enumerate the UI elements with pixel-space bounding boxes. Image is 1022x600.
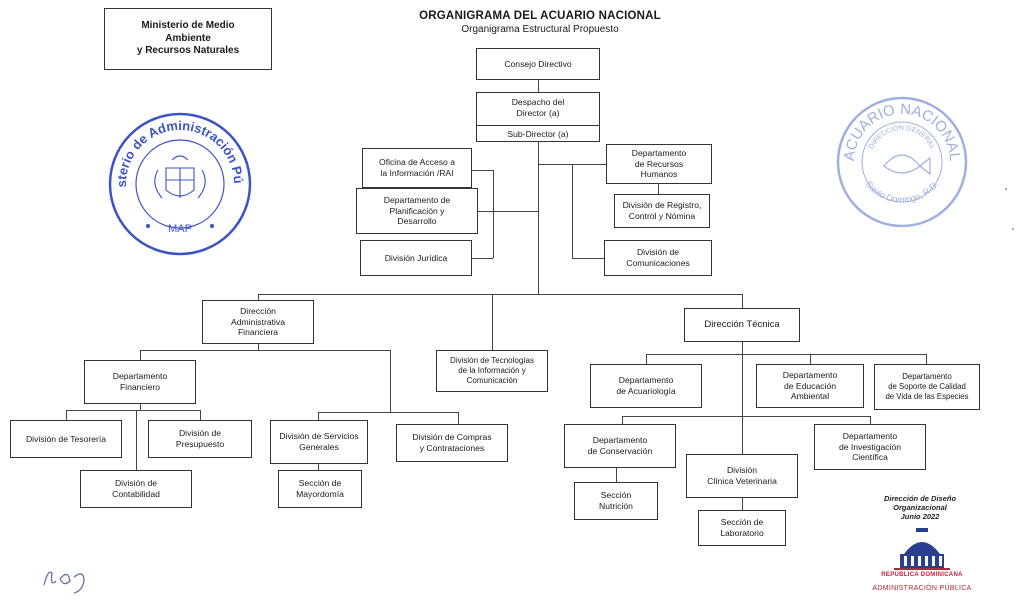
box-consejo-directivo: Consejo Directivo xyxy=(476,48,600,80)
svg-text:Ministerio de Administración P: Ministerio de Administración Pública xyxy=(106,110,246,187)
connector-line xyxy=(646,354,926,355)
box-comunicaciones: División de Comunicaciones xyxy=(604,240,712,276)
box-laboratorio: Sección de Laboratorio xyxy=(698,510,786,546)
box-planificacion-desarrollo: Departamento de Planificación y Desarrol… xyxy=(356,188,478,234)
connector-line xyxy=(66,410,67,420)
government-dome-logo-icon xyxy=(894,528,950,570)
connector-line xyxy=(258,344,259,350)
connector-line xyxy=(538,80,539,92)
acuario-seal-location-text: Santo Domingo, R.D. xyxy=(864,179,941,205)
map-seal-ring-text: Ministerio de Administración Pública xyxy=(106,110,246,187)
connector-line xyxy=(318,412,458,413)
box-recursos-humanos: Departamento de Recursos Humanos xyxy=(606,144,712,184)
box-conservacion: Departamento de Conservación xyxy=(564,424,676,468)
connector-line xyxy=(136,410,137,470)
connector-line xyxy=(572,164,573,258)
connector-line xyxy=(318,464,319,470)
box-tecnologias-informacion: División de Tecnologías de la Informació… xyxy=(436,350,548,392)
design-note: Dirección de Diseño Organizacional Junio… xyxy=(883,494,957,521)
connector-line xyxy=(140,350,390,351)
box-tesoreria: División de Tesorería xyxy=(10,420,122,458)
connector-line xyxy=(200,410,201,420)
connector-line xyxy=(390,350,391,412)
administracion-publica-label: ADMINISTRACIÓN PÚBLICA xyxy=(872,585,972,592)
box-servicios-generales: División de Servicios Generales xyxy=(270,420,368,464)
box-presupuesto: División de Presupuesto xyxy=(148,420,252,458)
connector-line xyxy=(472,170,493,171)
box-nutricion: Sección Nutrición xyxy=(574,482,658,520)
box-division-juridica: División Jurídica xyxy=(360,240,472,276)
box-clinica-veterinaria: División Clínica Veterinaria xyxy=(686,454,798,498)
republica-dominicana-label: REPÚBLICA DOMINICANA xyxy=(881,572,963,578)
connector-line xyxy=(492,294,493,350)
despacho-label: Despacho del Director (a) xyxy=(511,97,565,118)
connector-line xyxy=(318,412,319,420)
svg-text:DIRECCIÓN GENERAL: DIRECCIÓN GENERAL xyxy=(868,123,936,150)
connector-line xyxy=(66,410,200,411)
connector-line xyxy=(622,416,623,424)
handwritten-signature-icon xyxy=(43,571,85,594)
connector-line xyxy=(658,184,659,194)
connector-line xyxy=(870,416,871,424)
connector-line xyxy=(572,258,604,259)
connector-line xyxy=(258,294,742,295)
box-acuariologia: Departamento de Acuariología xyxy=(590,364,702,408)
connector-line xyxy=(472,258,493,259)
box-direccion-administrativa-financiera: Dirección Administrativa Financiera xyxy=(202,300,314,344)
box-oficina-acceso-informacion: Oficina de Acceso a la Información /RAI xyxy=(362,148,472,188)
connector-line xyxy=(616,468,617,482)
acuario-seal-inner-text: DIRECCIÓN GENERAL xyxy=(868,123,936,150)
connector-line xyxy=(926,354,927,364)
box-registro-control-nomina: División de Registro, Control y Nómina xyxy=(614,194,710,228)
connector-line xyxy=(742,416,743,454)
box-contabilidad: División de Contabilidad xyxy=(80,470,192,508)
svg-text:Santo Domingo, R.D.: Santo Domingo, R.D. xyxy=(864,179,941,205)
box-investigacion-cientifica: Departamento de Investigación Científica xyxy=(814,424,926,470)
map-seal-code: MAP xyxy=(168,223,192,235)
connector-line xyxy=(458,412,459,424)
acuario-seal-icon: ACUARIO NACIONAL DIRECCIÓN GENERAL Santo… xyxy=(836,96,968,228)
scan-mark xyxy=(1012,228,1014,230)
subdirector-label: Sub-Director (a) xyxy=(477,125,599,140)
connector-line xyxy=(622,416,870,417)
chart-title: ORGANIGRAMA DEL ACUARIO NACIONAL xyxy=(419,10,661,22)
connector-line xyxy=(493,170,494,258)
box-departamento-financiero: Departamento Financiero xyxy=(84,360,196,404)
connector-line xyxy=(258,294,259,300)
connector-line xyxy=(538,142,539,294)
box-educacion-ambiental: Departamento de Educación Ambiental xyxy=(756,364,864,408)
box-soporte-calidad-vida: Departamento de Soporte de Calidad de Vi… xyxy=(874,364,980,410)
connector-line xyxy=(810,354,811,364)
connector-line xyxy=(742,342,743,438)
chart-subtitle: Organigrama Estructural Propuesto xyxy=(461,24,619,35)
ministry-label: Ministerio de Medio Ambiente y Recursos … xyxy=(104,8,272,70)
box-compras-contrataciones: División de Compras y Contrataciones xyxy=(396,424,508,462)
connector-line xyxy=(742,498,743,510)
box-mayordomia: Sección de Mayordomía xyxy=(278,470,362,508)
connector-line xyxy=(140,350,141,360)
connector-line xyxy=(140,404,141,410)
box-direccion-tecnica: Dirección Técnica xyxy=(684,308,800,342)
connector-line xyxy=(538,164,606,165)
box-despacho-director: Despacho del Director (a) Sub-Director (… xyxy=(476,92,600,142)
scan-mark xyxy=(1005,188,1007,190)
map-seal-icon: Ministerio de Administración Pública MAP xyxy=(106,110,252,256)
connector-line xyxy=(646,354,647,364)
connector-line xyxy=(742,294,743,308)
connector-line xyxy=(477,211,538,212)
